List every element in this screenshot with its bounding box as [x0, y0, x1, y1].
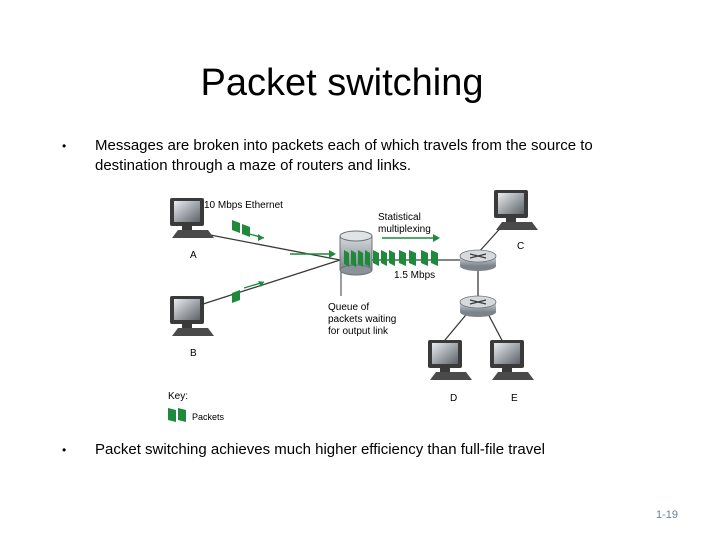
- host-computer-d: [428, 340, 472, 380]
- link-a-hub: [199, 232, 341, 261]
- host-label-a: A: [190, 250, 197, 261]
- bullet-marker: •: [62, 139, 67, 153]
- stat-mux-label-1: Statistical: [378, 212, 421, 223]
- packet-icon: [421, 250, 428, 266]
- host-label-c: C: [517, 241, 524, 252]
- link-b-hub: [199, 259, 341, 306]
- bullet-text: Messages are broken into packets each of…: [95, 137, 593, 174]
- host-label-d: D: [450, 393, 457, 404]
- packet-icon: [351, 250, 356, 267]
- packet-icon: [232, 220, 240, 233]
- ethernet-link-label: 10 Mbps Ethernet: [204, 200, 283, 211]
- arrow-into-hub: [290, 250, 336, 258]
- packet-icon: [344, 250, 349, 267]
- router-icon-1: [459, 249, 497, 271]
- queue-label-3: for output link: [328, 326, 389, 337]
- packet-icon: [409, 250, 416, 266]
- host-computer-c: [494, 190, 538, 230]
- stat-mux-label-2: multiplexing: [378, 224, 431, 235]
- packet-queue: [344, 250, 438, 267]
- packet-icon: [373, 250, 379, 266]
- slide-title: Packet switching: [200, 62, 484, 104]
- key-packets-label: Packets: [192, 412, 225, 422]
- key-packet-icon: [168, 408, 186, 422]
- queue-label-1: Queue of: [328, 302, 369, 313]
- packets-from-a: [232, 220, 265, 241]
- packet-icon: [365, 250, 370, 267]
- packets-from-b: [232, 281, 265, 303]
- host-computer-b: [170, 296, 214, 336]
- packet-icon: [242, 224, 250, 237]
- host-computer-e: [490, 340, 534, 380]
- key-title: Key:: [168, 391, 188, 402]
- host-label-b: B: [190, 348, 197, 359]
- packet-icon: [381, 250, 387, 266]
- bullet-marker: •: [62, 443, 67, 457]
- host-label-e: E: [511, 393, 518, 404]
- packet-icon: [389, 250, 395, 266]
- network-diagram-svg: 10 Mbps Ethernet Statistical multiplexin…: [168, 190, 538, 422]
- bullet-text: Packet switching achieves much higher ef…: [95, 441, 545, 458]
- packet-switching-diagram: 10 Mbps Ethernet Statistical multiplexin…: [160, 188, 540, 428]
- packet-icon: [399, 250, 406, 266]
- queue-label-2: packets waiting: [328, 314, 396, 325]
- arrow-to-c: [382, 234, 440, 242]
- packet-icon: [431, 250, 438, 266]
- packet-icon: [232, 290, 240, 303]
- router-icon-2: [459, 295, 497, 317]
- slide-number: 1-19: [655, 509, 678, 521]
- host-computer-a: [170, 198, 214, 238]
- link-rate-label: 1.5 Mbps: [394, 270, 435, 281]
- packet-icon: [358, 250, 363, 267]
